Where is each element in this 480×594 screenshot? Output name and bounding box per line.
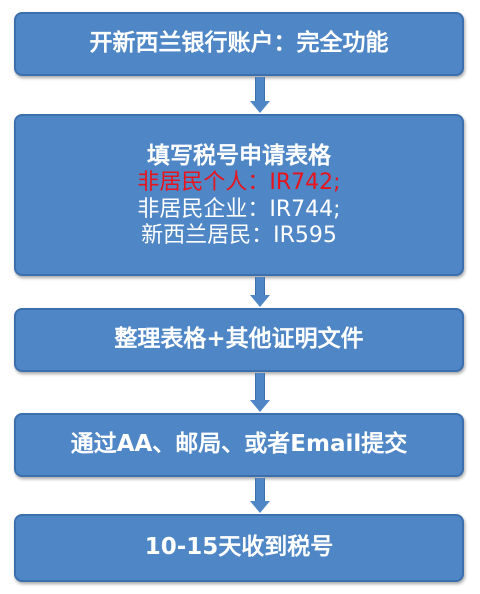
step-3-label: 整理表格+其他证明文件 [114, 326, 364, 353]
arrow-down-icon [250, 277, 270, 307]
form-nonresident-individual: 非居民个人：IR742; [137, 170, 341, 196]
step-2-fill-tax-form: 填写税号申请表格 非居民个人：IR742; 非居民企业：IR744; 新西兰居民… [14, 114, 464, 276]
step-5-label: 10-15天收到税号 [144, 534, 334, 561]
step-4-submit: 通过AA、邮局、或者Email提交 [14, 413, 464, 477]
arrow-down-icon [250, 478, 270, 513]
step-1-label: 开新西兰银行账户：完全功能 [89, 30, 389, 57]
form-nonresident-company: 非居民企业：IR744; [137, 196, 341, 222]
arrow-down-icon [250, 373, 270, 412]
step-1-open-bank-account: 开新西兰银行账户：完全功能 [14, 12, 464, 76]
step-3-prepare-documents: 整理表格+其他证明文件 [14, 308, 464, 372]
arrow-down-icon [250, 77, 270, 113]
form-nz-resident: 新西兰居民：IR595 [141, 222, 337, 248]
step-5-receive-tax-number: 10-15天收到税号 [14, 514, 464, 582]
step-2-label: 填写税号申请表格 [147, 142, 331, 169]
step-4-label: 通过AA、邮局、或者Email提交 [70, 431, 408, 458]
